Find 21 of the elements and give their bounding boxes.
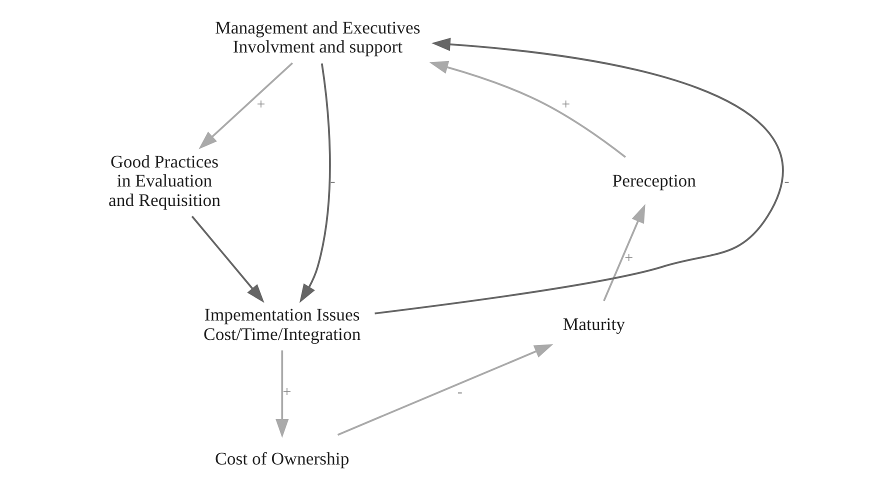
arrow (336, 344, 553, 436)
arrow (190, 216, 264, 303)
edge-label: + (624, 250, 633, 266)
edge-label: + (561, 97, 570, 114)
arrow (298, 63, 330, 303)
node-text: Maturity (562, 314, 625, 334)
node-text: Cost of Ownership (214, 448, 349, 468)
node-text: Pereception (612, 170, 696, 191)
edge-label: - (784, 174, 789, 190)
node-text: Management and Executives Involvment and support (214, 17, 420, 57)
arrow (198, 62, 293, 150)
arrow (374, 38, 783, 314)
arrow (602, 204, 645, 302)
edge-label: - (456, 384, 462, 400)
arrow (275, 350, 288, 438)
edge-label: + (282, 384, 291, 400)
edge-label: - (330, 174, 335, 190)
node-text: Impementation Issues Cost/Time/Integration (203, 304, 360, 344)
node-text: Good Practices in Evaluation and Requisition (108, 151, 220, 210)
arrow (428, 60, 626, 158)
edge-label: + (256, 97, 265, 114)
